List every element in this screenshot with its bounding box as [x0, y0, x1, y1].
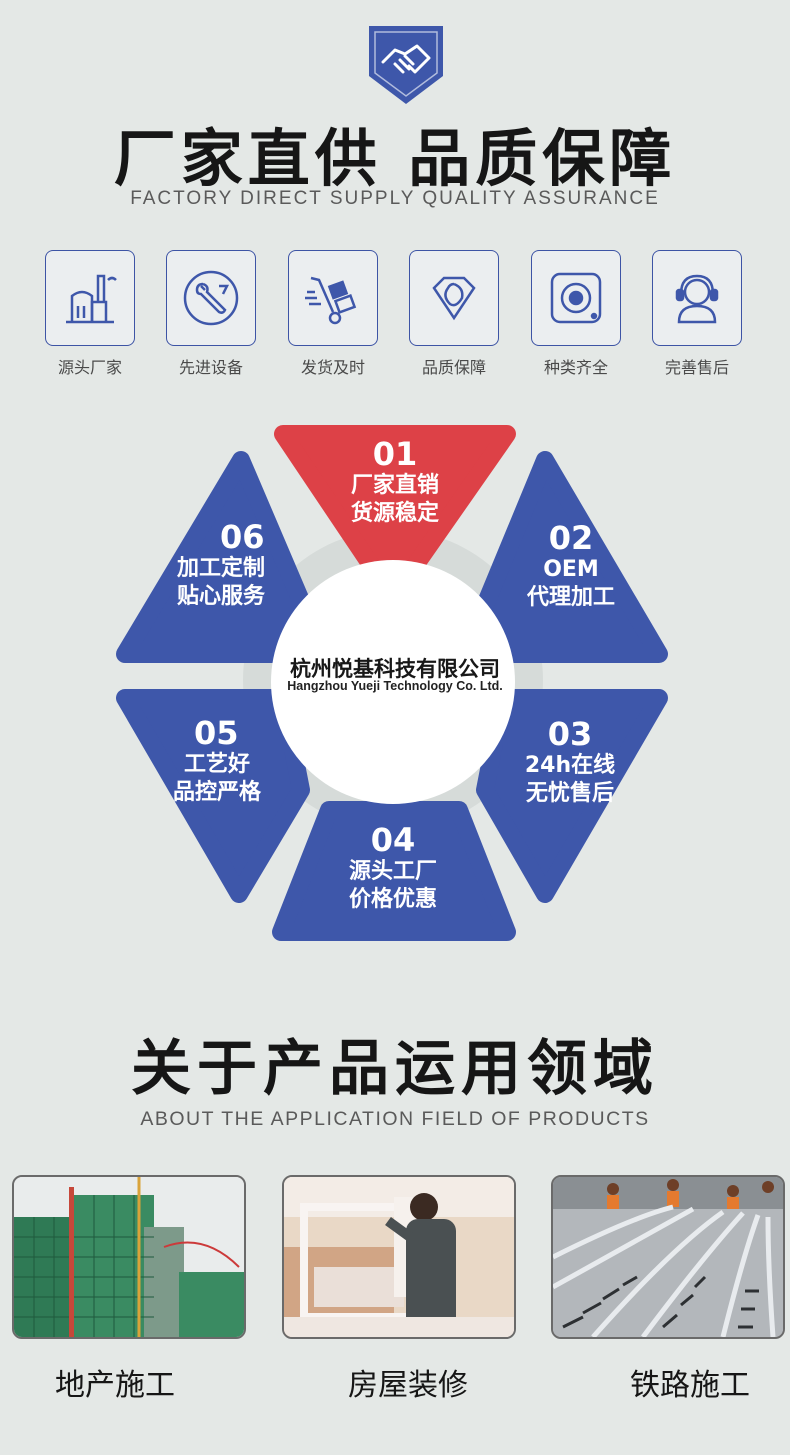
segment-line2: 货源稳定	[350, 501, 439, 526]
hexagon-diagram	[116, 425, 668, 941]
hand-truck-icon	[305, 276, 357, 325]
feature-delivery: 发货及时	[288, 250, 378, 378]
segment-04-shape	[272, 801, 516, 941]
segment-line2: 无忧售后	[525, 781, 614, 806]
application-label: 地产施工	[55, 1368, 175, 1403]
diamond-quality-icon	[432, 276, 476, 321]
segment-line2: 代理加工	[526, 585, 615, 610]
segment-line1: 源头工厂	[348, 859, 437, 884]
wrench-icon	[183, 270, 239, 326]
feature-equipment: 先进设备	[166, 250, 256, 378]
headset-support-icon	[675, 274, 719, 324]
segment-03-shape	[476, 689, 668, 903]
segment-number: 05	[194, 714, 239, 752]
segment-01: 01 厂家直销 货源稳定	[320, 436, 470, 528]
segment-line1: 工艺好	[183, 752, 250, 777]
company-name-cn: 杭州悦基科技有限公司	[290, 657, 500, 681]
segment-line2: 品控严格	[172, 780, 261, 805]
segment-02: 02 OEM 代理加工	[496, 520, 646, 612]
feature-label: 源头厂家	[57, 358, 122, 377]
handshake-badge-icon	[369, 26, 443, 104]
segment-line2: 贴心服务	[176, 584, 265, 609]
feature-variety: 种类齐全	[531, 250, 621, 378]
section-subtitle: ABOUT THE APPLICATION FIELD OF PRODUCTS	[140, 1108, 650, 1130]
company-name-en: Hangzhou Yueji Technology Co. Ltd.	[287, 679, 503, 693]
segment-number: 02	[548, 519, 594, 557]
photo-railway	[551, 1175, 785, 1339]
application-label: 房屋装修	[348, 1368, 468, 1403]
application-label: 铁路施工	[630, 1368, 750, 1403]
feature-quality: 品质保障	[409, 250, 499, 378]
factory-icon	[66, 274, 117, 324]
segment-line2: 价格优惠	[348, 887, 437, 912]
segment-line1: 厂家直销	[350, 473, 439, 498]
feature-label: 种类齐全	[543, 358, 608, 377]
photo-renovation	[282, 1175, 516, 1339]
segment-number: 06	[220, 518, 265, 556]
disc-box-icon	[550, 272, 602, 324]
feature-label: 品质保障	[421, 358, 486, 377]
feature-factory: 源头厂家	[45, 250, 135, 378]
segment-05: 05 工艺好 品控严格	[142, 715, 292, 807]
segment-03: 03 24h在线 无忧售后	[490, 716, 650, 808]
photo-real-estate	[12, 1175, 246, 1339]
segment-line1: 加工定制	[176, 556, 265, 581]
segment-number: 01	[372, 435, 418, 473]
feature-label: 完善售后	[664, 358, 729, 377]
segment-line1: 24h在线	[524, 753, 616, 778]
segment-06: 06 加工定制 贴心服务	[146, 519, 296, 611]
segment-number: 04	[370, 821, 416, 859]
page-title: 厂家直供 品质保障	[113, 122, 677, 195]
feature-after-sales: 完善售后	[652, 250, 742, 378]
segment-04: 04 源头工厂 价格优惠	[318, 822, 468, 914]
segment-line1: OEM	[543, 557, 599, 582]
page-subtitle: FACTORY DIRECT SUPPLY QUALITY ASSURANCE	[130, 188, 660, 209]
feature-label: 发货及时	[300, 358, 365, 377]
feature-label: 先进设备	[178, 358, 243, 377]
segment-05-shape	[116, 689, 310, 903]
segment-number: 03	[547, 715, 593, 753]
section-title: 关于产品运用领域	[131, 1034, 659, 1104]
